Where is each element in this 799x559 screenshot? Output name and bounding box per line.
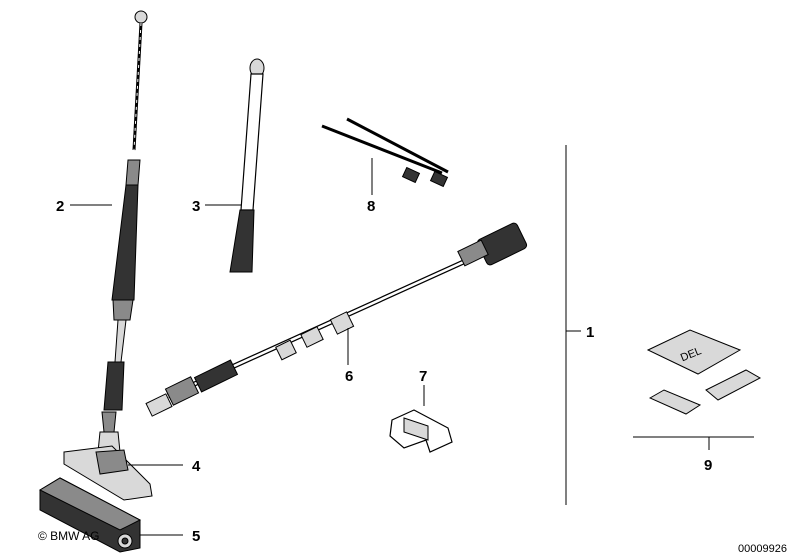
callout-2: 2	[56, 198, 64, 215]
cable-ties-part-8	[321, 117, 449, 188]
diagram-number: 00009926	[738, 543, 787, 555]
amplifier-part-5	[38, 477, 142, 553]
short-antenna-part-3	[229, 58, 265, 273]
callout-7: 7	[419, 368, 427, 385]
copyright-text: © BMW AG	[38, 529, 100, 543]
clip-part-7	[389, 409, 453, 453]
callout-6: 6	[345, 368, 353, 385]
callout-5: 5	[192, 528, 200, 545]
callout-9: 9	[704, 457, 712, 474]
callout-3: 3	[192, 198, 200, 215]
callout-4: 4	[192, 458, 201, 475]
label-kit-part-9: DEL	[646, 329, 762, 415]
antenna-rod-part-2	[103, 10, 148, 411]
antenna-cable-part-6	[145, 222, 528, 417]
assembly-bracket	[565, 145, 581, 505]
callout-8: 8	[367, 198, 375, 215]
antenna-base-part-4	[63, 411, 153, 501]
callout-1: 1	[586, 324, 594, 341]
